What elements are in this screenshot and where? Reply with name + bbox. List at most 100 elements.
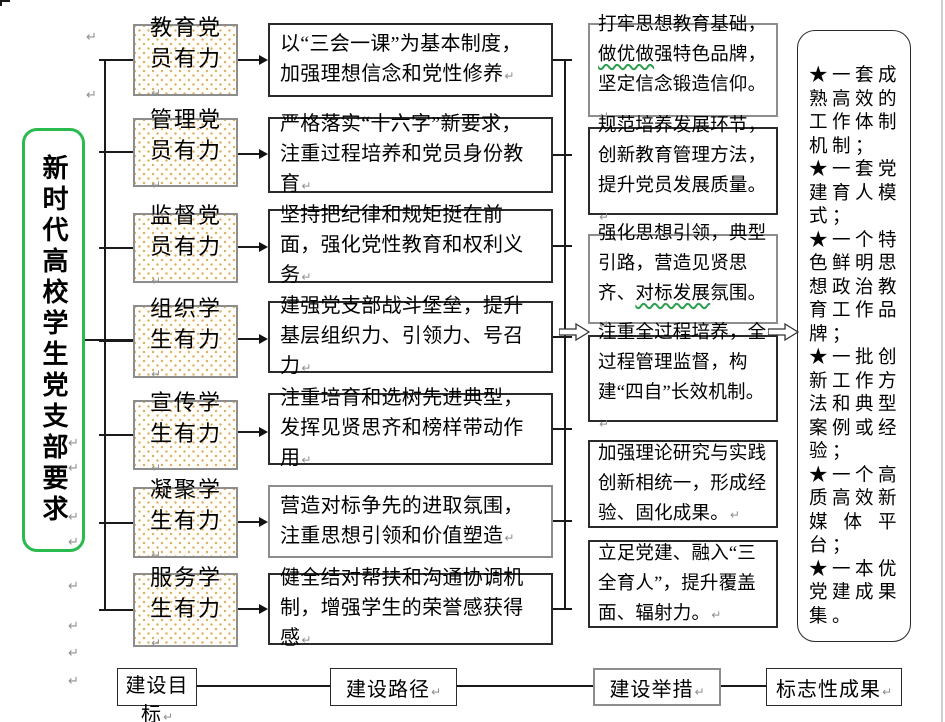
measure-box-segment: 规范培养发展环节，创新教育管理方法，提升党员发展质量。 — [598, 115, 767, 196]
path-box-text: 健全结对帮扶和沟通协调机制，增强学生的荣誉感获得感↵ — [280, 563, 541, 655]
return-mark: ↵ — [151, 367, 162, 381]
duty-box-1: 教育党员有力↵ — [133, 15, 238, 100]
measure-box-text: 立足党建、融入“三全育人”，提升覆盖面、辐射力。↵ — [598, 539, 768, 630]
measure-box-1: 打牢思想教育基础，做优做强特色品牌，坚定信念锻造信仰。↵ — [588, 15, 778, 123]
left-branch-line — [99, 340, 133, 342]
outcome-item-text: ★一批创新工作方法和典型案例或经验； — [809, 348, 902, 462]
paragraph-mark: ↵ — [68, 646, 79, 661]
arrow-right-icon — [259, 334, 268, 344]
duty-box-text: 教育党员有力↵ — [150, 12, 230, 109]
title-text: 新时代高校学生党支部要求 — [39, 154, 68, 526]
return-mark: ↵ — [599, 209, 610, 224]
duty-to-path-line — [238, 153, 260, 155]
page-edge-line — [941, 0, 943, 722]
hollow-arrow-icon — [558, 322, 591, 342]
path-box-label: 坚持把纪律和规矩挺在前面，强化党性教育和权利义务 — [280, 204, 524, 286]
duty-to-path-line — [238, 338, 260, 340]
title-box: 新时代高校学生党支部要求 — [22, 128, 85, 552]
measure-box-text: 打牢思想教育基础，做优做强特色品牌，坚定信念锻造信仰。↵ — [598, 10, 768, 131]
outcome-item-text: ★一套成熟高效的工作体制机制； — [809, 66, 902, 157]
outcome-item-6: ★一本优党建成果集。 — [809, 559, 901, 630]
duty-to-path-line — [238, 521, 260, 523]
measure-box-6: 立足党建、融入“三全育人”，提升覆盖面、辐射力。↵ — [588, 540, 778, 628]
legend-box-label: 建设路径 — [345, 678, 430, 701]
measure-box-segment: 对标发展 — [635, 283, 711, 304]
outcome-item-text: ★一个高质高效新媒体平台； — [809, 465, 902, 557]
measure-box-segment: 立足党建、融入“三全育人”，提升覆盖面、辐射力。 — [598, 543, 757, 624]
measure-box-segment: 做优做 — [598, 44, 655, 65]
return-mark: ↵ — [599, 317, 610, 332]
path-box-label: 建强党支部战斗堡垒，提升基层组织力、引领力、号召力 — [280, 295, 524, 377]
duty-box-3: 监督党员有力 ↵ — [133, 203, 238, 288]
outcome-item-3: ★一个特色鲜明思想政治教育工作品牌； — [809, 230, 901, 348]
return-mark: ↵ — [151, 178, 162, 192]
legend-box-label: 标志性成果 — [775, 678, 881, 701]
measure-box-2: 规范培养发展环节，创新教育管理方法，提升党员发展质量。 ↵ — [588, 116, 778, 224]
duty-box-text: 监督党员有力 ↵ — [150, 200, 230, 297]
right-branch-line — [551, 428, 572, 430]
outcome-item-5: ★一个高质高效新媒体平台； — [809, 465, 901, 559]
return-mark: ↵ — [151, 273, 162, 288]
outcome-item-1: ★一套成熟高效的工作体制机制； — [809, 65, 901, 159]
return-mark: ↵ — [504, 530, 515, 545]
return-mark: ↵ — [301, 453, 312, 467]
return-mark: ↵ — [301, 361, 312, 375]
duty-to-path-line — [238, 246, 260, 248]
path-box-1: 以“三会一课”为基本制度，加强理想信念和党性修养↵ — [268, 23, 553, 97]
duty-box-text: 组织学生有力↵ — [150, 293, 230, 390]
left-branch-line — [99, 151, 133, 153]
paragraph-mark: ↵ — [68, 535, 79, 550]
left-branch-line — [99, 522, 133, 524]
left-branch-line — [99, 247, 133, 249]
legend-link-line — [457, 685, 593, 687]
page-corner-mark — [0, 0, 2, 6]
path-box-3: 坚持把纪律和规矩挺在前面，强化党性教育和权利义务↵ — [268, 204, 553, 286]
legend-box-text: 建设路径↵ — [346, 673, 441, 702]
legend-box-label: 建设目标 — [125, 675, 189, 722]
arrow-right-icon — [259, 242, 268, 252]
legend-link-line — [196, 685, 330, 687]
hollow-arrow-icon — [558, 322, 591, 342]
left-bus-line — [104, 59, 106, 611]
right-branch-line — [551, 245, 572, 247]
measure-box-segment: 氛围。 — [710, 283, 767, 304]
measure-box-segment: 强特色品牌，坚定信念锻造信仰。 — [598, 44, 767, 95]
duty-box-label: 服务学生有力 — [150, 564, 223, 621]
duty-to-path-line — [238, 431, 260, 433]
left-branch-line — [99, 59, 133, 61]
path-box-4: 建强党支部战斗堡垒，提升基层组织力、引领力、号召力↵ — [268, 295, 553, 377]
measure-box-text: 注重全过程培养，全过程管理监督，构建“四自”长效机制。↵ — [598, 318, 768, 439]
duty-box-7: 服务学生有力↵ — [133, 565, 238, 650]
left-branch-line — [99, 434, 133, 436]
return-mark: ↵ — [711, 607, 722, 622]
path-box-text: 以“三会一课”为基本制度，加强理想信念和党性修养↵ — [280, 29, 541, 91]
paragraph-mark: ↵ — [68, 674, 79, 689]
legend-box-text: 标志性成果↵ — [776, 673, 892, 702]
outcome-item-text: ★一本优党建成果集。 — [809, 559, 902, 627]
right-branch-line — [551, 336, 572, 338]
return-mark: ↵ — [162, 710, 174, 722]
path-box-text: 注重培育和选树先进典型，发挥见贤思齐和榜样带动作用↵ — [280, 383, 541, 475]
return-mark: ↵ — [301, 633, 312, 647]
arrow-right-icon — [259, 517, 268, 527]
legend-box-3: 建设举措↵ — [593, 668, 721, 706]
path-box-7: 健全结对帮扶和沟通协调机制，增强学生的荣誉感获得感↵ — [268, 567, 553, 649]
return-mark: ↵ — [694, 684, 705, 699]
outcome-item-text: ★一个特色鲜明思想政治教育工作品牌； — [809, 230, 902, 345]
arrow-right-icon — [259, 149, 268, 159]
duty-box-label: 宣传学生有力 — [150, 389, 223, 446]
path-box-text: 建强党支部战斗堡垒，提升基层组织力、引领力、号召力↵ — [280, 291, 541, 383]
return-mark: ↵ — [599, 417, 610, 431]
return-mark: ↵ — [729, 507, 740, 522]
path-box-2: 严格落实“十六字”新要求，注重过程培养和党员身份教育↵ — [268, 113, 553, 195]
return-mark: ↵ — [301, 179, 312, 193]
measure-box-4: 注重全过程培养，全过程管理监督，构建“四自”长效机制。↵ — [588, 323, 778, 431]
return-mark: ↵ — [599, 108, 610, 123]
measure-box-text: 规范培养发展环节，创新教育管理方法，提升党员发展质量。↵ — [598, 111, 768, 232]
duty-box-label: 监督党员有力 — [150, 202, 223, 259]
measure-box-3: 强化思想引领，典型引路，营造见贤思齐、对标发展氛围。↵ — [588, 224, 778, 332]
paragraph-mark: ↵ — [68, 579, 79, 594]
return-mark: ↵ — [881, 684, 893, 699]
legend-box-label: 建设举措 — [609, 678, 694, 701]
path-box-label: 营造对标争先的进取氛围，注重思想引领和价值塑造 — [280, 494, 524, 547]
